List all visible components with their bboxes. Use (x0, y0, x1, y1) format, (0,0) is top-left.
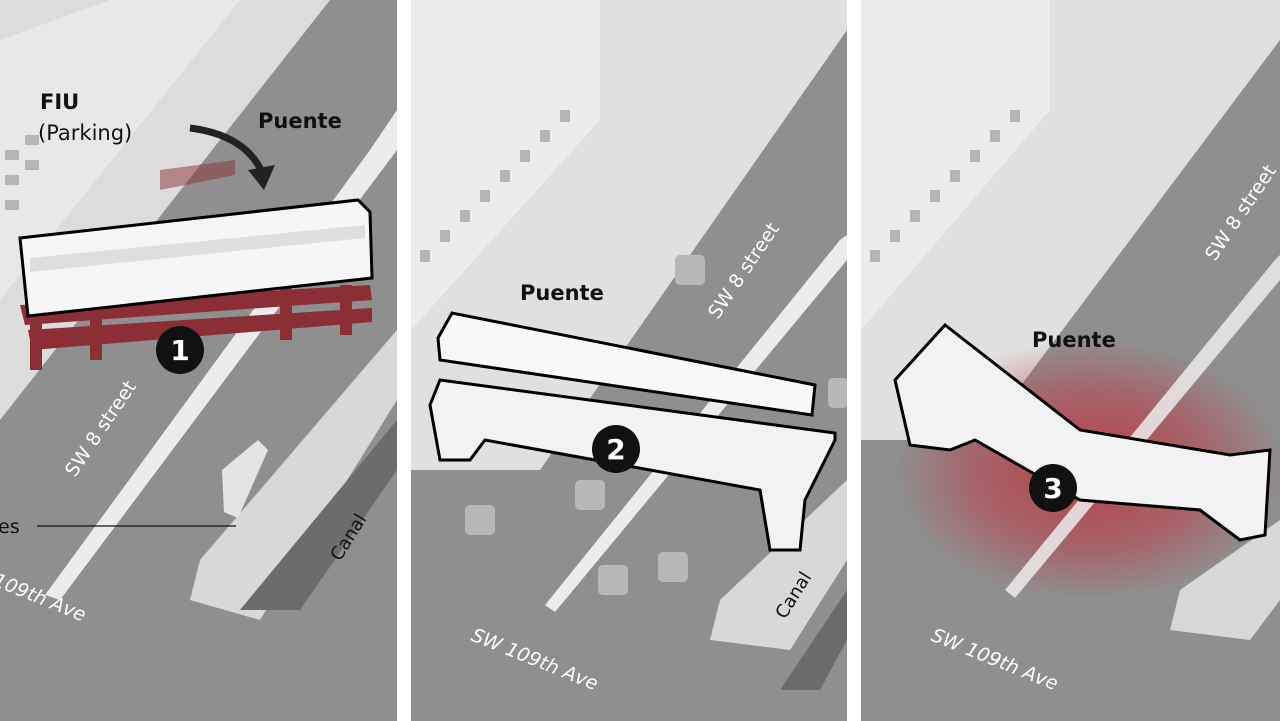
step-badge-3 (1029, 464, 1077, 512)
panel-1: 1 FIU (Parking) Puente SW 8 street 109th… (0, 0, 397, 721)
parking-garage (411, 0, 600, 330)
step-number: 1 (170, 334, 189, 367)
bridge-span (18, 198, 374, 318)
panel-3: 3 Puente SW 8 street SW 109th Ave (861, 0, 1280, 721)
canal-water (240, 420, 397, 610)
step-number: 2 (606, 433, 625, 466)
bridge-label: Puente (1032, 328, 1116, 352)
cars (465, 255, 847, 595)
median-strip (45, 110, 397, 600)
canal-bank (1170, 520, 1280, 640)
campus-sub-label: (Parking) (38, 121, 132, 145)
rotation-arrow-icon (189, 124, 266, 174)
panel-divider (397, 0, 411, 721)
canal-bank (710, 480, 847, 650)
bridge-collapsed (893, 322, 1272, 542)
step-number: 3 (1043, 472, 1062, 505)
canal-bank (190, 330, 397, 620)
canal-water (780, 590, 847, 690)
median-strip (1005, 255, 1280, 598)
callout-label: es (0, 516, 20, 538)
step-badge-1 (156, 326, 204, 374)
parking-garage (0, 0, 240, 300)
bridge-label: Puente (520, 281, 604, 305)
bridge-label: Puente (258, 109, 342, 133)
panel-divider (847, 0, 861, 721)
panel-2: 2 Puente SW 8 street SW 109th Ave Canal (411, 0, 847, 721)
parking-garage (861, 0, 1050, 330)
pylon (222, 440, 268, 518)
campus-label: FIU (40, 90, 79, 114)
step-badge-2 (592, 425, 640, 473)
